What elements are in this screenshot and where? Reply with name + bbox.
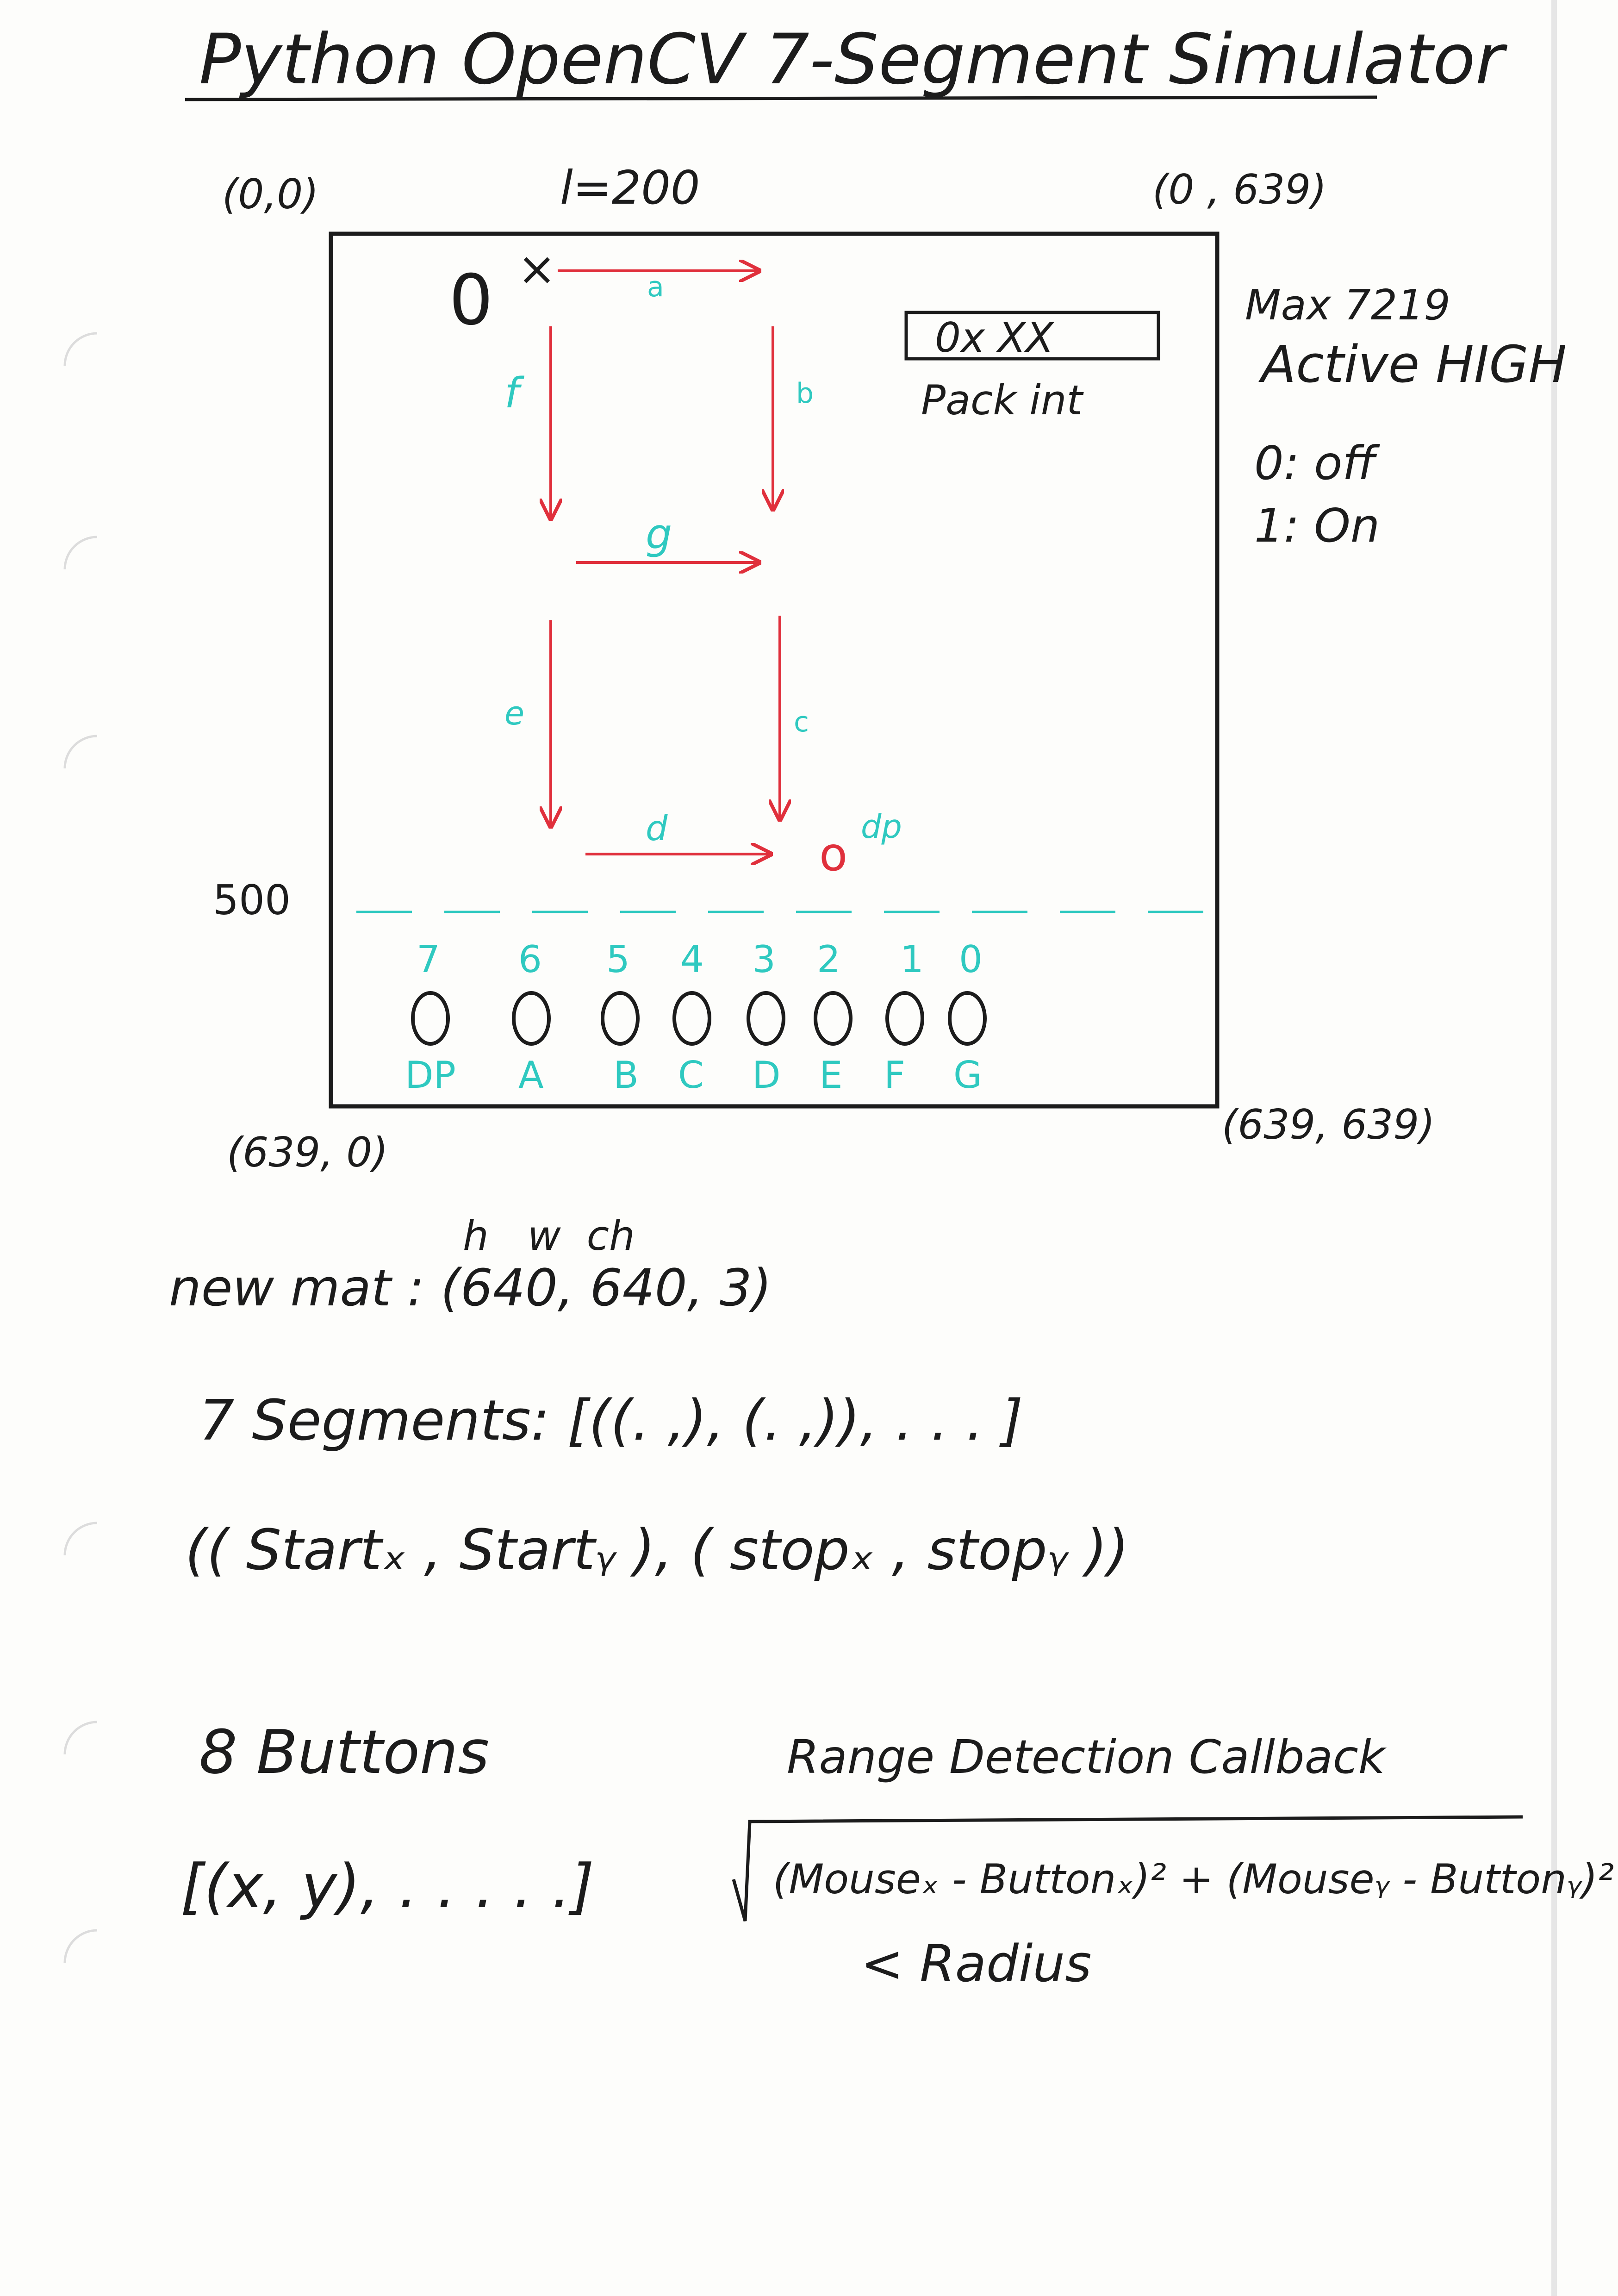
title-underline [185,95,1377,101]
corner-bottom-right: (639, 639) [1222,1101,1435,1148]
buttons-title: 8 Buttons [199,1717,489,1787]
corner-bottom-left: (639, 0) [227,1129,388,1176]
button-letter: F [884,1054,905,1097]
button-letter: A [518,1054,544,1097]
note-on: 1: On [1254,499,1380,553]
note-off: 0: off [1254,436,1380,490]
button-letter: G [953,1054,982,1097]
button-circle[interactable] [672,991,711,1046]
button-circle[interactable] [411,991,450,1046]
button-e[interactable]: 2 E [814,938,853,1097]
sqrt-sign [732,1815,1523,1922]
button-circle[interactable] [747,991,785,1046]
button-number: 3 [752,938,776,981]
button-number: 6 [518,938,542,981]
button-dp[interactable]: 7 DP [405,938,456,1097]
button-number: 7 [417,938,440,981]
paper-edge-shadow [1551,0,1557,2296]
button-d[interactable]: 3 D [747,938,785,1097]
button-letter: D [752,1054,781,1097]
range-radius: < Radius [861,1934,1091,1993]
button-circle[interactable] [948,991,987,1046]
note-chip: Max 7219 [1245,281,1450,330]
segment-b-label: b [796,377,814,410]
button-circle[interactable] [885,991,924,1046]
segment-arrows [551,271,780,854]
mat-label: new mat : (640, 640, 3) [169,1258,772,1317]
button-c[interactable]: 4 C [672,938,711,1097]
button-g[interactable]: 0 G [948,938,987,1097]
segment-a-label: a [647,271,664,303]
button-row: 7 DP 6 A 5 B 4 C 3 D 2 E 1 [405,938,987,1097]
buttons-list: [(x, y), . . . . .] [180,1851,594,1922]
origin-x-mark: × [517,242,556,296]
button-a[interactable]: 6 A [512,938,551,1097]
page-title: Python OpenCV 7-Segment Simulator [199,19,1508,100]
register-caption: Pack int [921,376,1084,424]
corner-top-left: (0,0) [222,170,319,218]
segment-c-label: c [794,706,809,738]
dp-circle: o [819,827,847,881]
button-number: 0 [959,938,983,981]
button-circle[interactable] [512,991,551,1046]
button-b[interactable]: 5 B [601,938,640,1097]
register-value: 0x XX [935,314,1054,362]
button-number: 5 [606,938,630,981]
y-500-label: 500 [213,876,291,924]
button-letter: C [678,1054,704,1097]
corner-top-right: (0 , 639) [1152,166,1327,213]
length-label: l=200 [560,161,700,215]
button-circle[interactable] [601,991,640,1046]
dp-label: dp [861,808,902,846]
range-title: Range Detection Callback [787,1730,1387,1784]
range-formula: (Mouseₓ - Buttonₓ)² + (Mouseᵧ - Buttonᵧ)… [773,1855,1614,1903]
button-letter: E [819,1054,843,1097]
canvas-frame [329,231,1220,1109]
segment-e-label: e [504,694,524,732]
segments-list-note: 7 Segments: [((. ,), (. ,)), . . . ] [199,1389,1023,1453]
button-f[interactable]: 1 F [884,938,924,1097]
button-letter: DP [405,1054,456,1097]
register-box [904,311,1160,361]
note-active-high: Active HIGH [1258,335,1567,394]
segment-d-label: d [646,808,668,849]
binder-holes [63,332,98,1963]
mat-dims-label: h w ch [463,1212,635,1260]
origin-zero: 0 [449,260,493,341]
button-number: 2 [817,938,840,981]
button-letter: B [613,1054,639,1097]
button-circle[interactable] [814,991,853,1046]
button-number: 4 [680,938,704,981]
segment-g-label: g [646,510,672,559]
segments-tuple-note: (( Startₓ , Startᵧ ), ( stopₓ , stopᵧ )) [185,1518,1129,1583]
button-number: 1 [900,938,924,981]
